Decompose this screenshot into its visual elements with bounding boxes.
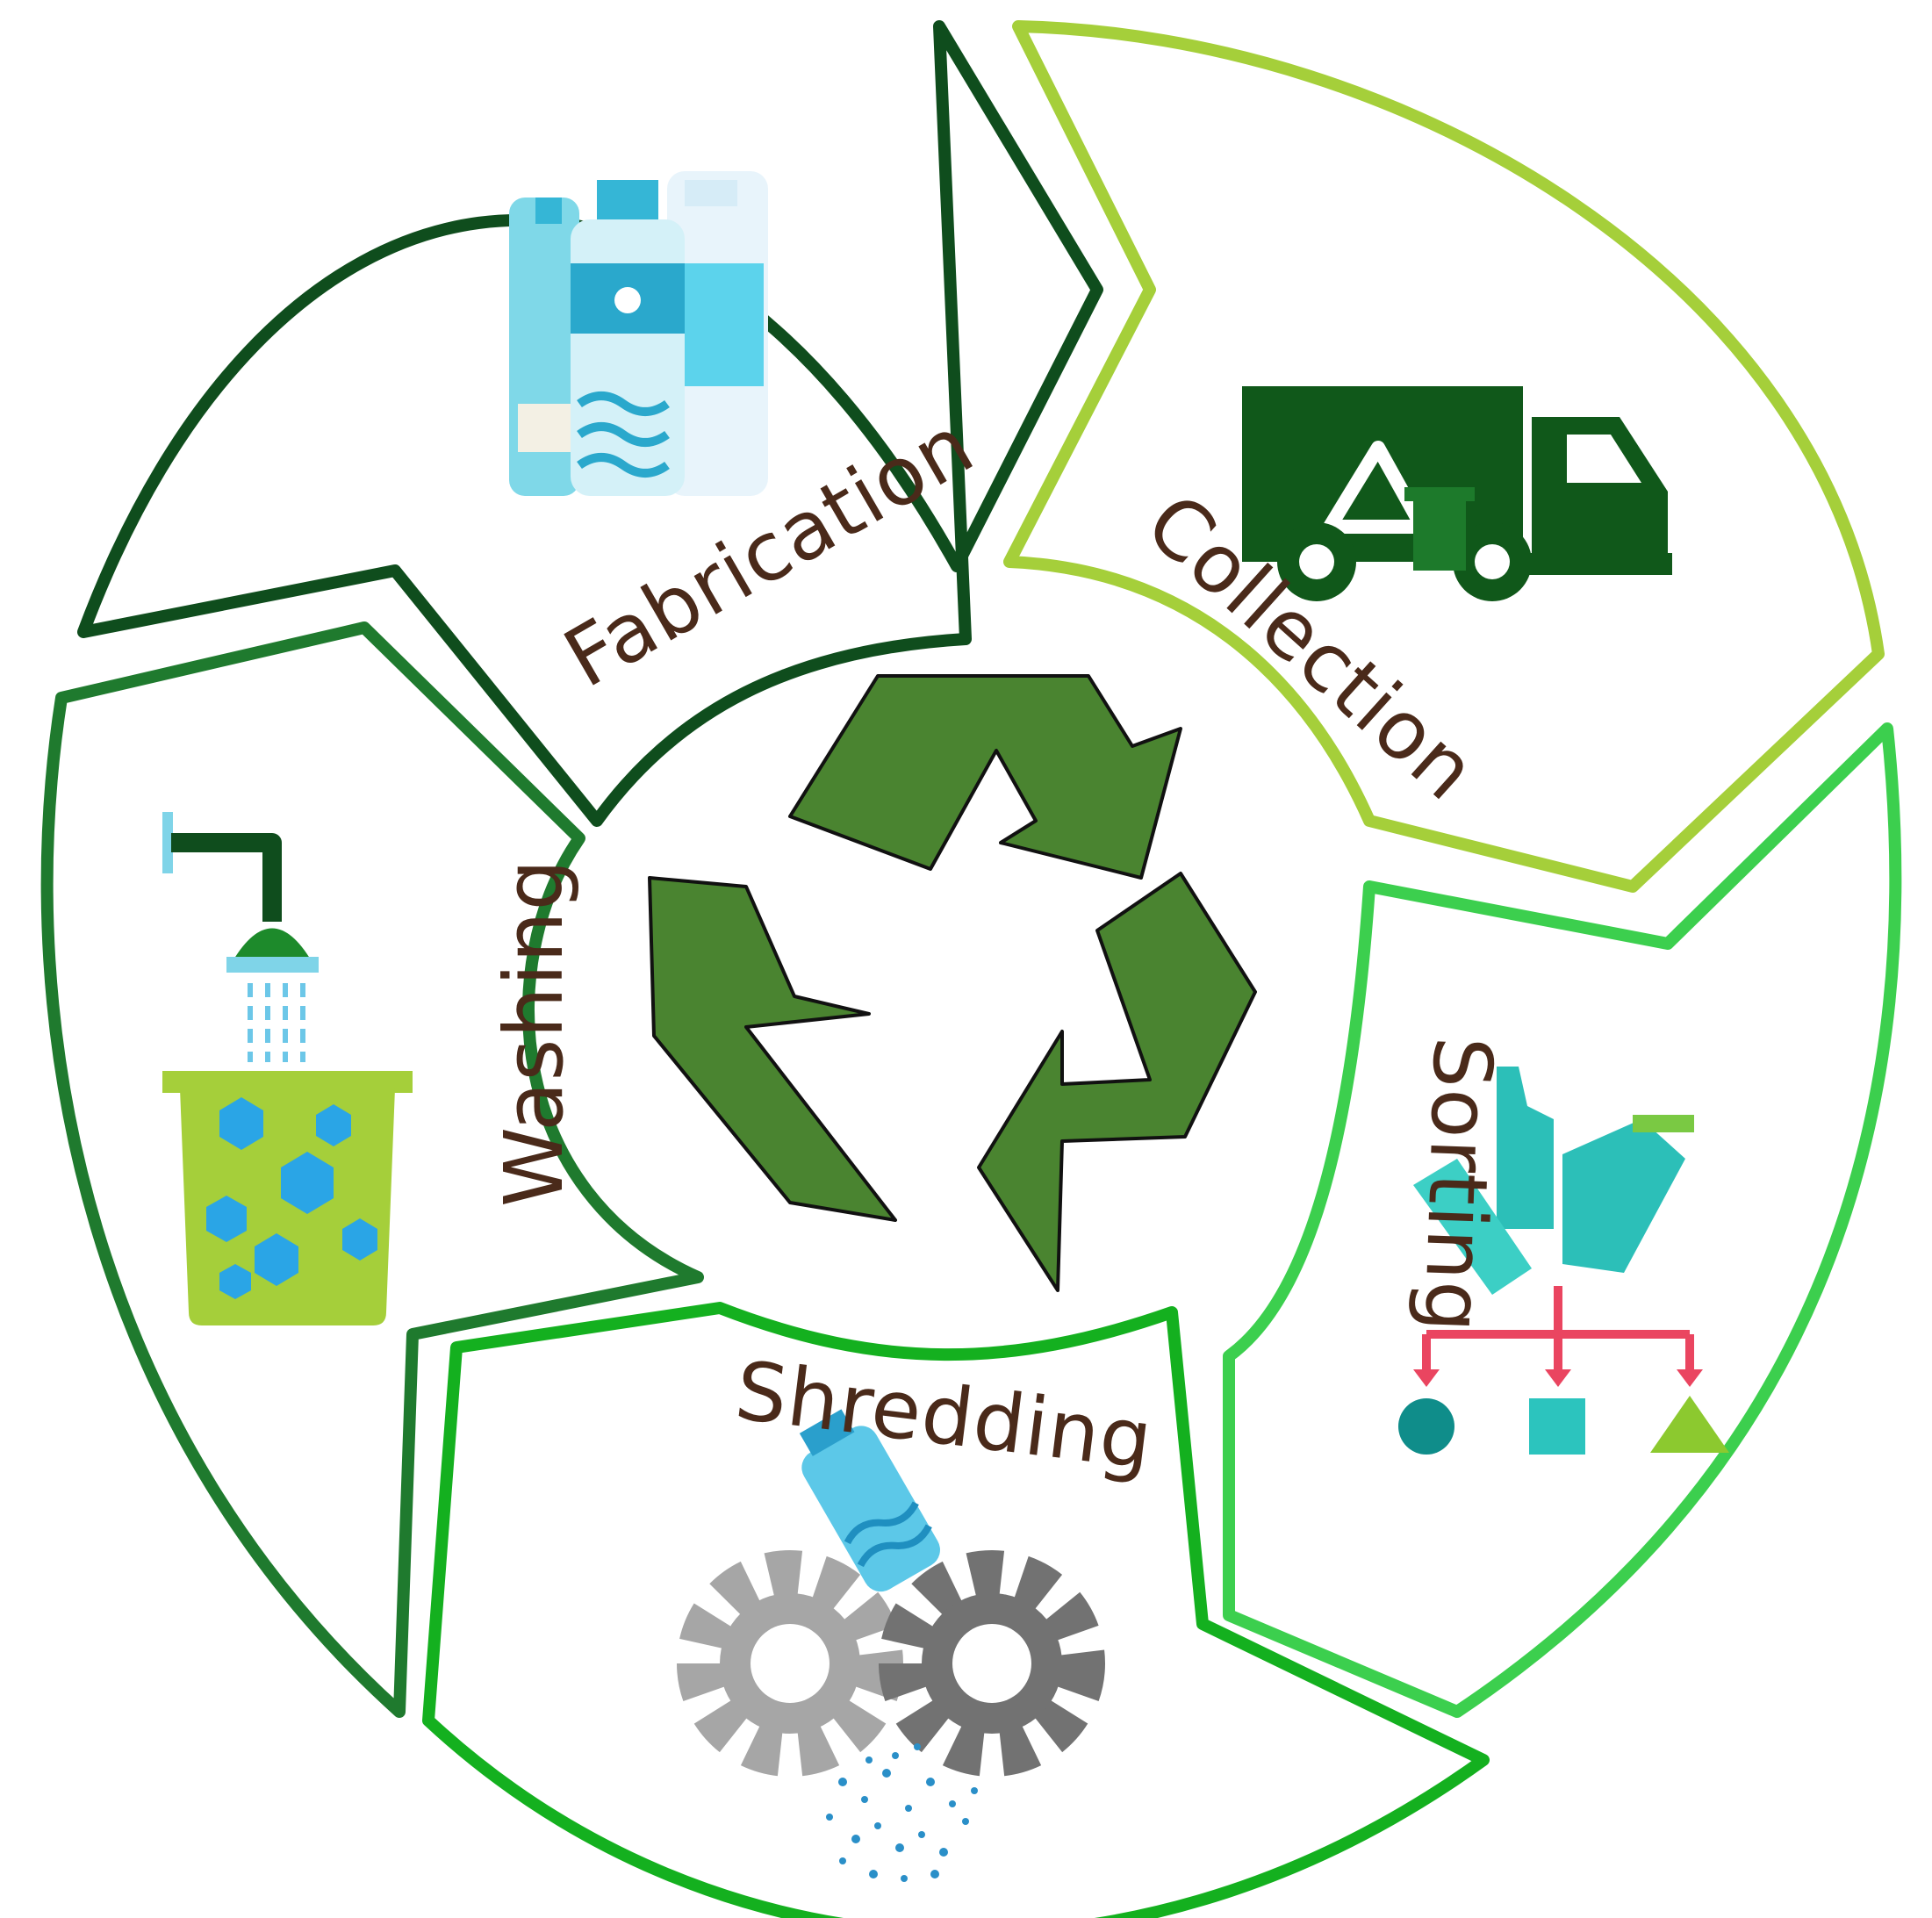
stage-label-washing: Washing bbox=[487, 858, 581, 1207]
recycling-truck-icon bbox=[1242, 386, 1672, 601]
recycle-symbol-icon bbox=[648, 674, 1257, 1292]
segment-shredding bbox=[422, 1302, 1490, 1918]
stage-label-shredding: Shredding bbox=[730, 1344, 1158, 1488]
segment-fabrication bbox=[77, 20, 1103, 827]
segment-washing bbox=[40, 621, 704, 1718]
sorting-icon bbox=[1398, 1067, 1729, 1455]
bottles-icon bbox=[509, 171, 768, 496]
segment-sorting bbox=[1223, 722, 1902, 1718]
shredding-gears-icon bbox=[677, 1409, 1105, 1882]
segment-collection bbox=[1003, 20, 1885, 893]
washing-shower-icon bbox=[162, 812, 413, 1325]
stage-label-sorting: Sorting bbox=[1405, 1035, 1510, 1334]
